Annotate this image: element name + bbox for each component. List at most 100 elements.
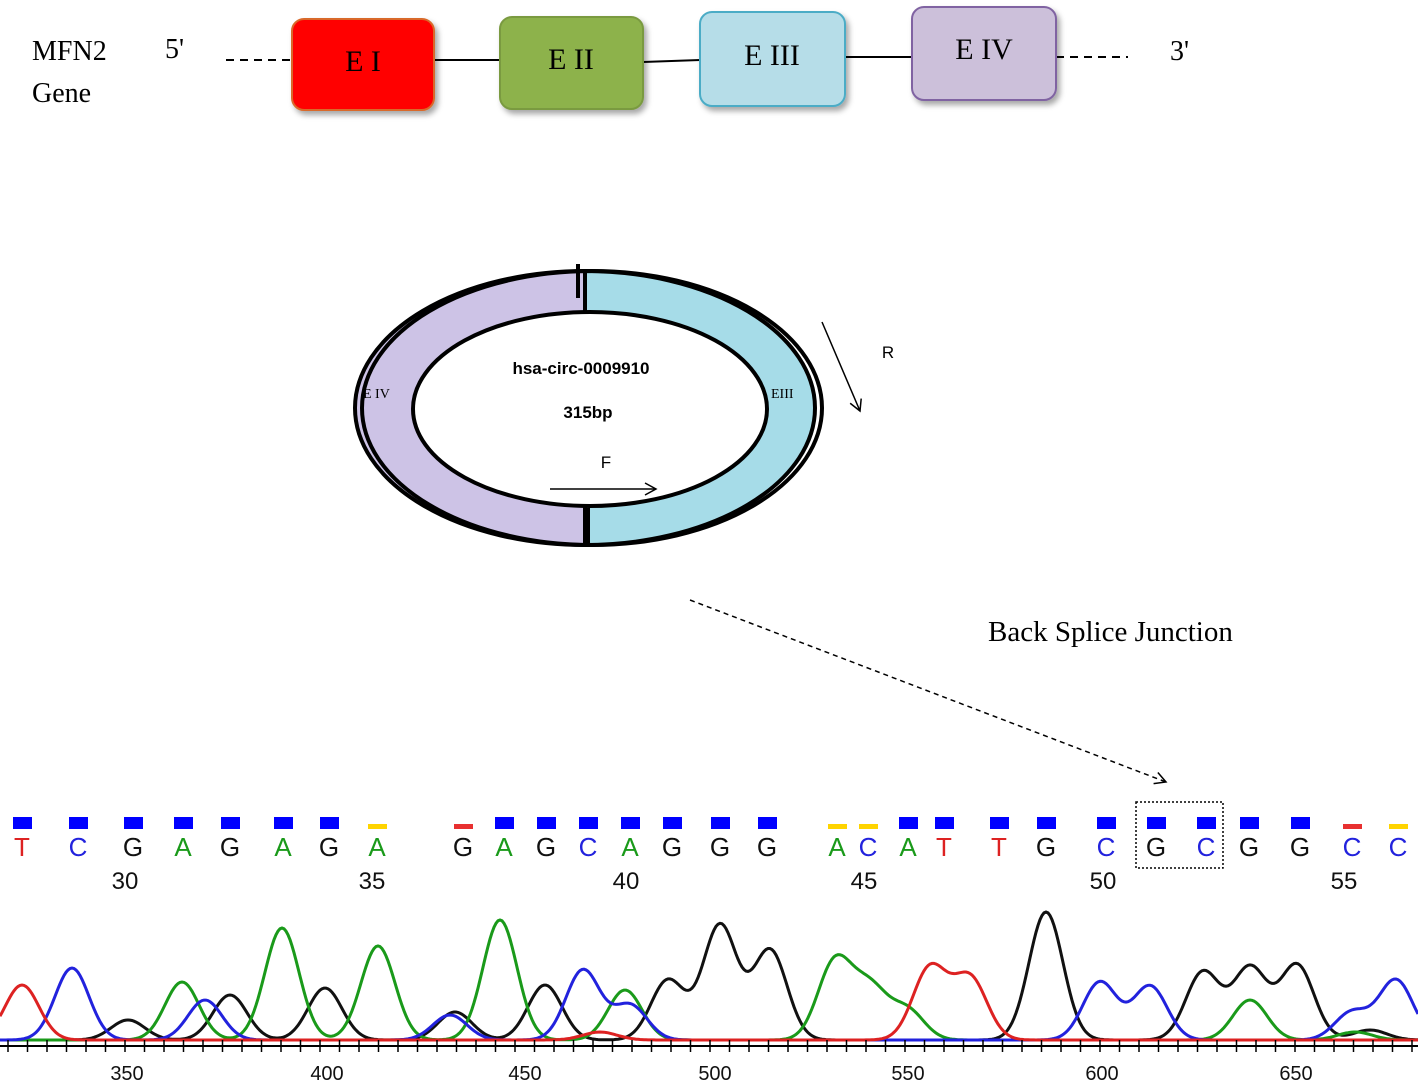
scan-axis-label: 600 bbox=[1085, 1063, 1118, 1085]
position-number: 35 bbox=[359, 868, 386, 895]
base-call: C bbox=[579, 832, 598, 862]
quality-bar bbox=[454, 824, 473, 829]
quality-bar bbox=[368, 824, 387, 829]
gene-name-line1: MFN2 bbox=[32, 36, 107, 67]
position-number: 50 bbox=[1090, 868, 1117, 895]
quality-bar bbox=[1197, 817, 1216, 829]
base-call: A bbox=[274, 832, 292, 862]
quality-bar bbox=[1240, 817, 1259, 829]
ring-label-exon4: E IV bbox=[363, 387, 390, 402]
circrna-name: hsa-circ-0009910 bbox=[512, 359, 649, 378]
ring-inner-edge bbox=[411, 310, 769, 508]
trace-g bbox=[0, 910, 1418, 1042]
base-call: C bbox=[1197, 832, 1216, 862]
exon-1-label: E I bbox=[345, 45, 381, 78]
junction-callout: Back Splice Junction bbox=[689, 599, 1233, 785]
exon-4-box bbox=[911, 6, 1057, 101]
reverse-primer-label: R bbox=[882, 343, 894, 362]
scan-axis-label: 550 bbox=[891, 1063, 924, 1085]
base-call: A bbox=[368, 832, 386, 862]
base-call: A bbox=[899, 832, 917, 862]
quality-bar bbox=[221, 817, 240, 829]
base-call: C bbox=[1343, 832, 1362, 862]
quality-bar bbox=[621, 817, 640, 829]
base-call: C bbox=[1097, 832, 1116, 862]
base-call: A bbox=[621, 832, 639, 862]
exon-3-box bbox=[699, 11, 846, 107]
base-call: C bbox=[69, 832, 88, 862]
base-call: T bbox=[936, 832, 952, 862]
base-call: G bbox=[319, 832, 339, 862]
quality-bar bbox=[1037, 817, 1056, 829]
base-call: G bbox=[710, 832, 730, 862]
forward-primer-label: F bbox=[601, 453, 611, 472]
base-call: G bbox=[757, 832, 777, 862]
quality-bar bbox=[1389, 824, 1408, 829]
quality-bar bbox=[320, 817, 339, 829]
junction-highlight-box bbox=[1135, 801, 1224, 869]
exon-2-box bbox=[499, 16, 644, 110]
circrna-diagram: hsa-circ-0009910 315bp E IV EIII F R bbox=[353, 264, 894, 548]
scan-axis-label: 400 bbox=[310, 1063, 343, 1085]
base-call: G bbox=[1146, 832, 1166, 862]
quality-bar bbox=[69, 817, 88, 829]
exon-4: E IV bbox=[911, 6, 1057, 101]
junction-dashed-arrow bbox=[689, 599, 1168, 785]
exon-4-label: E IV bbox=[955, 33, 1013, 66]
circrna-length: 315bp bbox=[563, 403, 612, 422]
exon-3: E III bbox=[699, 11, 846, 107]
base-call: A bbox=[495, 832, 513, 862]
scan-axis-label: 500 bbox=[698, 1063, 731, 1085]
base-call: G bbox=[1290, 832, 1310, 862]
position-number: 55 bbox=[1331, 868, 1358, 895]
junction-label: Back Splice Junction bbox=[988, 616, 1233, 648]
trace-a bbox=[0, 918, 1418, 1042]
position-number: 40 bbox=[613, 868, 640, 895]
exon-2: E II bbox=[499, 16, 644, 110]
gene-name-line2: Gene bbox=[32, 78, 91, 109]
base-call: G bbox=[536, 832, 556, 862]
three-prime-label: 3' bbox=[1170, 36, 1189, 67]
quality-bar bbox=[579, 817, 598, 829]
quality-bar bbox=[828, 824, 847, 829]
five-prime-label: 5' bbox=[165, 34, 184, 65]
base-call: T bbox=[991, 832, 1007, 862]
base-call: G bbox=[453, 832, 473, 862]
gene-diagram: MFN2 Gene 5' 3' E I E II E III E IV bbox=[32, 6, 1189, 111]
exon-1: E I bbox=[291, 18, 435, 111]
quality-bar bbox=[990, 817, 1009, 829]
position-number: 45 bbox=[851, 868, 878, 895]
quality-bar bbox=[1147, 817, 1166, 829]
quality-bar bbox=[537, 817, 556, 829]
quality-bar bbox=[124, 817, 143, 829]
quality-bar bbox=[495, 817, 514, 829]
quality-bar bbox=[935, 817, 954, 829]
trace-t bbox=[0, 961, 1418, 1042]
quality-bar bbox=[663, 817, 682, 829]
ring-label-exon3: EIII bbox=[771, 387, 794, 402]
quality-bar bbox=[1291, 817, 1310, 829]
scan-axis-label: 350 bbox=[110, 1063, 143, 1085]
quality-bar bbox=[174, 817, 193, 829]
base-call: G bbox=[1036, 832, 1056, 862]
base-call: T bbox=[14, 832, 30, 862]
quality-bars bbox=[13, 817, 1408, 829]
quality-bar bbox=[859, 824, 878, 829]
exon-3-label: E III bbox=[744, 39, 800, 72]
position-numbers: 30 35 40 45 50 55 bbox=[112, 868, 1358, 895]
base-call: G bbox=[662, 832, 682, 862]
trace-curves bbox=[0, 910, 1418, 1042]
base-call: G bbox=[123, 832, 143, 862]
exon-1-box bbox=[291, 18, 435, 111]
quality-bar bbox=[1097, 817, 1116, 829]
quality-bar bbox=[274, 817, 293, 829]
scan-axis-label: 450 bbox=[508, 1063, 541, 1085]
exon-2-label: E II bbox=[548, 43, 594, 76]
base-call: C bbox=[1389, 832, 1408, 862]
base-call: C bbox=[859, 832, 878, 862]
position-number: 30 bbox=[112, 868, 139, 895]
